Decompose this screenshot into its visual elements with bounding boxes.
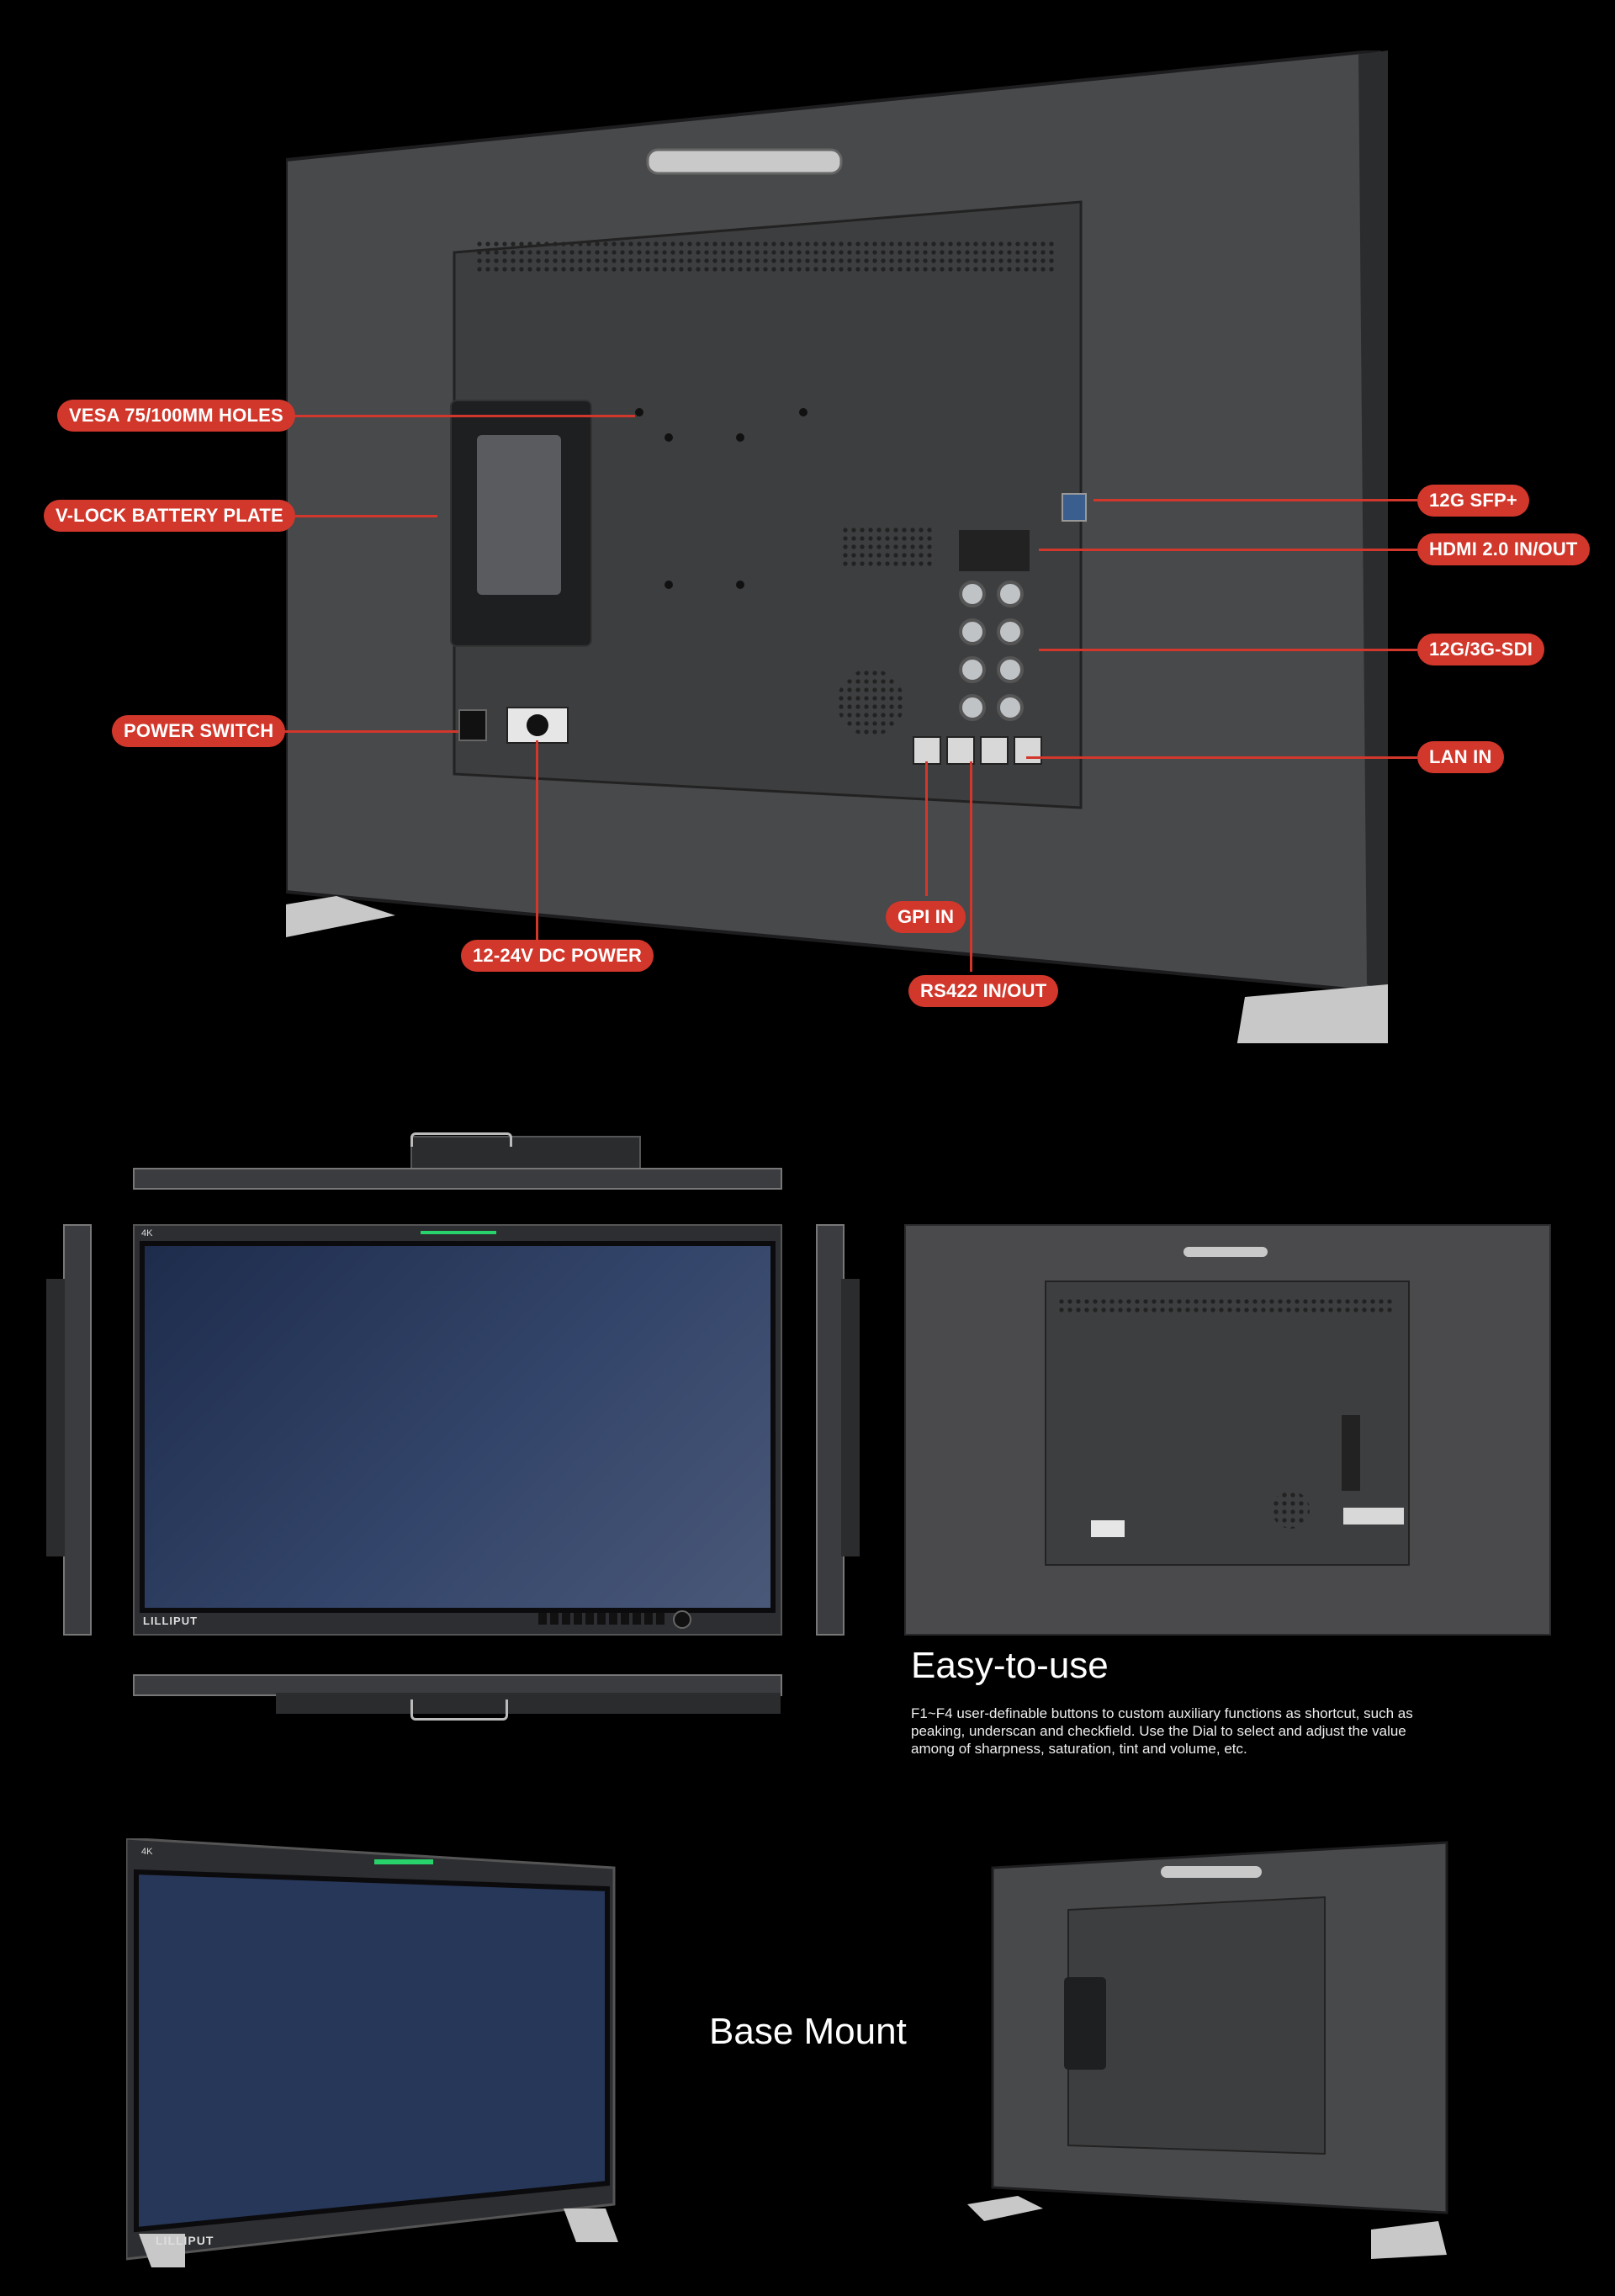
sdi-connector-8 bbox=[997, 694, 1024, 721]
front-screen bbox=[140, 1241, 776, 1613]
vesa-hole bbox=[736, 581, 744, 589]
rj45-port-rs422-in bbox=[946, 736, 975, 765]
callout-sdi: 12G/3G-SDI bbox=[1417, 634, 1545, 665]
callout-power-switch: POWER SWITCH bbox=[112, 715, 286, 747]
easy-title: Easy-to-use bbox=[911, 1645, 1109, 1686]
leader-dc-power-v bbox=[536, 740, 538, 947]
vesa-hole bbox=[635, 408, 643, 416]
front-perspective-view: 4K LILLIPUT bbox=[126, 1838, 618, 2267]
leader-sfp bbox=[1093, 499, 1417, 501]
front-badge: 4K bbox=[141, 1228, 153, 1238]
base-mount-title: Base Mount bbox=[709, 2011, 907, 2052]
top-view bbox=[133, 1132, 782, 1195]
rj45-port-rs422-out bbox=[980, 736, 1009, 765]
dial-icon bbox=[673, 1610, 691, 1629]
hdmi-ports bbox=[959, 530, 1030, 571]
left-side-rear-box bbox=[46, 1279, 65, 1556]
front-perspective-badge: 4K bbox=[141, 1847, 153, 1857]
bottom-view bbox=[133, 1670, 782, 1729]
leader-power-switch bbox=[278, 730, 458, 733]
tally-light bbox=[421, 1231, 496, 1234]
sdi-connector-2 bbox=[997, 581, 1024, 607]
leader-vlock bbox=[278, 515, 437, 517]
sdi-connector-6 bbox=[997, 656, 1024, 683]
vesa-hole bbox=[799, 408, 808, 416]
leader-rs422-v bbox=[970, 761, 972, 972]
vesa-hole bbox=[665, 433, 673, 442]
speaker-grille bbox=[837, 669, 904, 736]
sdi-connector-1 bbox=[959, 581, 986, 607]
leader-vesa bbox=[282, 415, 635, 417]
leader-gpi-v bbox=[925, 761, 928, 896]
vesa-hole bbox=[736, 433, 744, 442]
callout-lan-in: LAN IN bbox=[1417, 741, 1504, 773]
front-perspective-brand: LILLIPUT bbox=[156, 2234, 214, 2247]
callout-vlock-plate: V-LOCK BATTERY PLATE bbox=[44, 500, 295, 532]
left-side-view bbox=[63, 1224, 92, 1636]
right-side-rear-box bbox=[841, 1279, 860, 1556]
callout-hdmi: HDMI 2.0 IN/OUT bbox=[1417, 533, 1590, 565]
sfp-module bbox=[1062, 493, 1087, 522]
callout-dc-power: 12-24V DC POWER bbox=[461, 940, 654, 972]
top-vent bbox=[475, 240, 1056, 273]
callout-vesa-holes: VESA 75/100MM HOLES bbox=[57, 400, 295, 432]
sdi-connector-5 bbox=[959, 656, 986, 683]
rear-perspective-view bbox=[967, 1834, 1455, 2272]
leader-lan bbox=[1026, 756, 1417, 759]
rj45-port-gpi bbox=[913, 736, 941, 765]
dc-power-connector-icon bbox=[506, 707, 569, 744]
hero-rear-view bbox=[286, 50, 1388, 1043]
callout-sfp: 12G SFP+ bbox=[1417, 485, 1529, 517]
function-buttons bbox=[538, 1613, 665, 1625]
leader-hdmi bbox=[1039, 549, 1417, 551]
easy-description: F1~F4 user-definable buttons to custom a… bbox=[911, 1705, 1413, 1757]
vesa-hole bbox=[665, 581, 673, 589]
power-switch-icon bbox=[458, 709, 487, 741]
rear-view-small bbox=[904, 1224, 1551, 1636]
sdi-connector-3 bbox=[959, 618, 986, 645]
callout-gpi-in: GPI IN bbox=[886, 901, 966, 933]
front-view: 4K LILLIPUT bbox=[133, 1224, 782, 1636]
side-vent bbox=[841, 526, 934, 568]
sdi-connector-7 bbox=[959, 694, 986, 721]
sdi-connector-4 bbox=[997, 618, 1024, 645]
callout-rs422: RS422 IN/OUT bbox=[908, 975, 1059, 1007]
vlock-plate bbox=[450, 400, 592, 647]
leader-sdi bbox=[1039, 649, 1417, 651]
rj45-port-lan bbox=[1014, 736, 1042, 765]
front-brand: LILLIPUT bbox=[143, 1615, 199, 1627]
right-side-view bbox=[816, 1224, 845, 1636]
